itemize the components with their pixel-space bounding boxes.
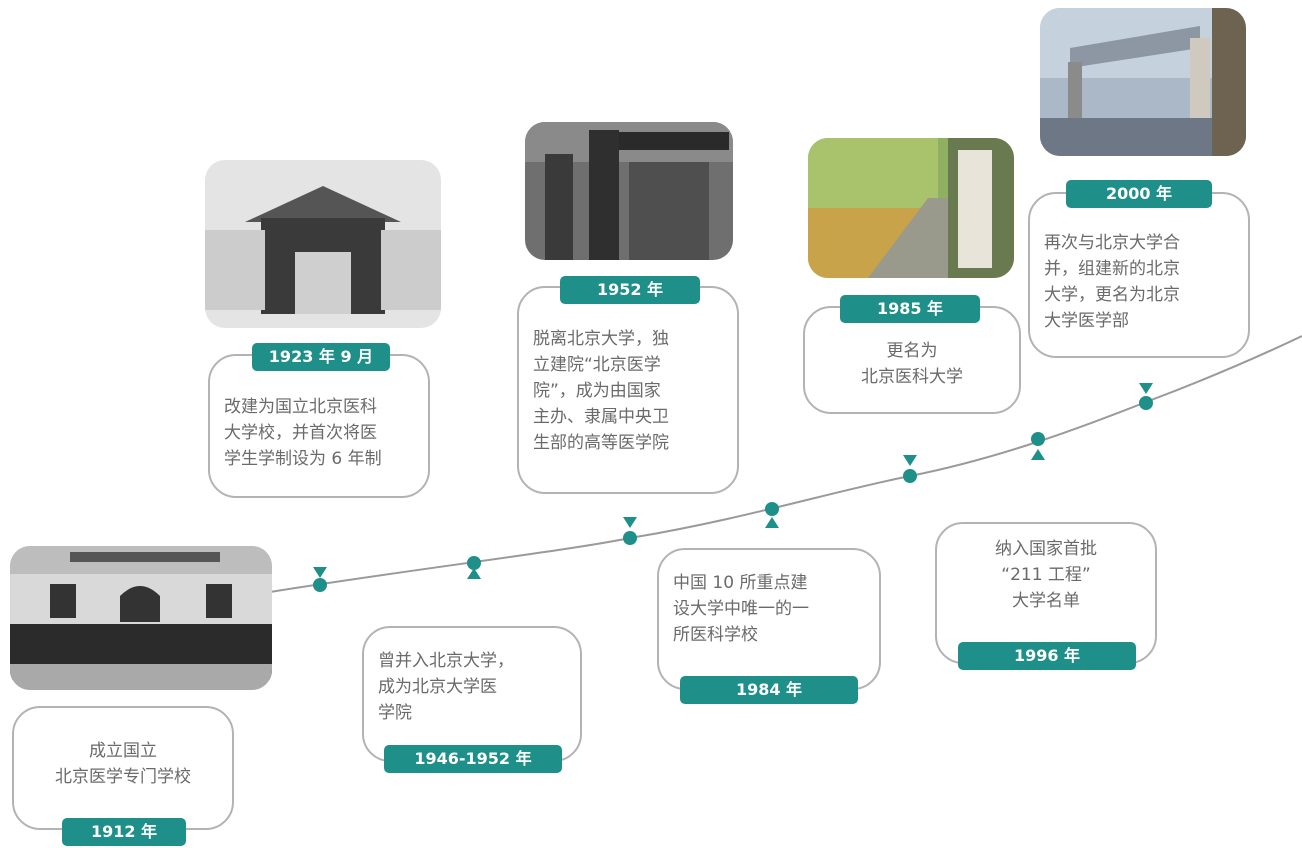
event-description: 曾并入北京大学， 成为北京大学医 学院 (378, 651, 514, 723)
timeline-marker-1912 (313, 567, 327, 592)
event-card-1946: 曾并入北京大学， 成为北京大学医 学院 (362, 626, 582, 762)
timeline-marker-1946 (467, 556, 481, 579)
year-label-1996: 1996 年 (958, 642, 1136, 670)
event-card-1923: 改建为国立北京医科 大学校，并首次将医 学生学制设为 6 年制 (208, 354, 430, 498)
event-card-2000: 再次与北京大学合 并，组建新的北京 大学，更名为北京 大学医学部 (1028, 192, 1250, 358)
year-label-1946: 1946-1952 年 (384, 745, 562, 773)
photo-gate-1923 (205, 160, 441, 328)
event-description: 再次与北京大学合 并，组建新的北京 大学，更名为北京 大学医学部 (1044, 233, 1180, 331)
event-card-1984: 中国 10 所重点建 设大学中唯一的一 所医科学校 (657, 548, 881, 690)
event-description: 中国 10 所重点建 设大学中唯一的一 所医科学校 (673, 573, 809, 645)
year-label-1912: 1912 年 (62, 818, 186, 846)
timeline-marker-1984 (765, 502, 779, 528)
year-label-1985: 1985 年 (840, 295, 980, 323)
photo-gate-2000 (1040, 8, 1246, 156)
event-description: 脱离北京大学，独 立建院“北京医学 院”，成为由国家 主办、隶属中央卫 生部的高… (533, 329, 669, 453)
timeline-curve (269, 335, 1302, 593)
event-card-1952: 脱离北京大学，独 立建院“北京医学 院”，成为由国家 主办、隶属中央卫 生部的高… (517, 286, 739, 494)
timeline-marker-2000 (1139, 383, 1153, 410)
timeline-marker-1985 (903, 455, 917, 483)
year-label-2000: 2000 年 (1066, 180, 1212, 208)
photo-group-1912 (10, 546, 272, 690)
year-label-1952: 1952 年 (560, 276, 700, 304)
photo-sign-1985 (808, 138, 1014, 278)
photo-gate-1952 (525, 122, 733, 260)
event-description: 改建为国立北京医科 大学校，并首次将医 学生学制设为 6 年制 (224, 397, 382, 469)
year-label-1984: 1984 年 (680, 676, 858, 704)
timeline-marker-1996 (1031, 432, 1045, 460)
year-label-1923: 1923 年 9 月 (252, 343, 390, 371)
event-description: 纳入国家首批 “211 工程” 大学名单 (995, 539, 1097, 611)
event-description: 成立国立 北京医学专门学校 (55, 741, 191, 787)
timeline-marker-1952 (623, 517, 637, 545)
event-description: 更名为 北京医科大学 (861, 341, 963, 387)
event-card-1996: 纳入国家首批 “211 工程” 大学名单 (935, 522, 1157, 664)
event-card-1912: 成立国立 北京医学专门学校 (12, 706, 234, 830)
